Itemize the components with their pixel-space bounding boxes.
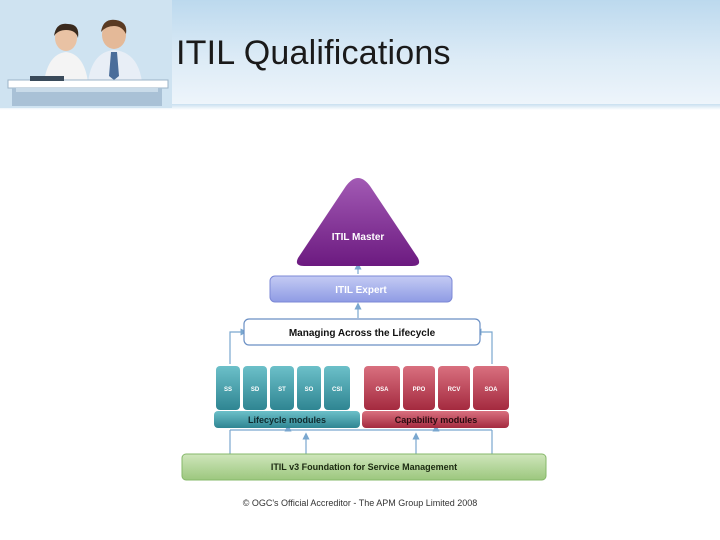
itil-master-label: ITIL Master bbox=[332, 232, 385, 243]
itil-expert-label: ITIL Expert bbox=[335, 285, 387, 296]
foundation-label: ITIL v3 Foundation for Service Managemen… bbox=[271, 462, 457, 472]
module-ppo: PPO bbox=[413, 387, 426, 393]
slide-title: ITIL Qualifications bbox=[176, 34, 451, 72]
lifecycle-module-group: SS SD ST SO CSI Lifecycle modules bbox=[214, 366, 360, 428]
module-ss: SS bbox=[224, 387, 232, 393]
module-sd: SD bbox=[251, 387, 260, 393]
managing-across-lifecycle-box: Managing Across the Lifecycle bbox=[243, 318, 481, 346]
itil-expert-box: ITIL Expert bbox=[269, 275, 453, 303]
module-osa: OSA bbox=[375, 387, 389, 393]
module-soa: SOA bbox=[484, 387, 498, 393]
capability-module-group: OSA PPO RCV SOA Capability modules bbox=[362, 366, 509, 428]
itil-master-triangle: ITIL Master bbox=[296, 178, 420, 266]
module-rcv: RCV bbox=[448, 387, 461, 393]
module-so: SO bbox=[305, 387, 314, 393]
business-people-photo bbox=[0, 0, 172, 108]
lifecycle-modules-label: Lifecycle modules bbox=[248, 415, 326, 425]
header-band bbox=[0, 104, 720, 110]
connector-arrows bbox=[229, 262, 493, 454]
foundation-box: ITIL v3 Foundation for Service Managemen… bbox=[181, 453, 547, 481]
copyright-credit: © OGC's Official Accreditor - The APM Gr… bbox=[243, 498, 478, 508]
managing-across-lifecycle-label: Managing Across the Lifecycle bbox=[289, 328, 436, 339]
module-st: ST bbox=[278, 387, 286, 393]
itil-qualification-diagram: ITIL Master ITIL Expert Managing Across … bbox=[166, 160, 558, 518]
capability-modules-label: Capability modules bbox=[395, 415, 478, 425]
module-csi: CSI bbox=[332, 387, 342, 393]
